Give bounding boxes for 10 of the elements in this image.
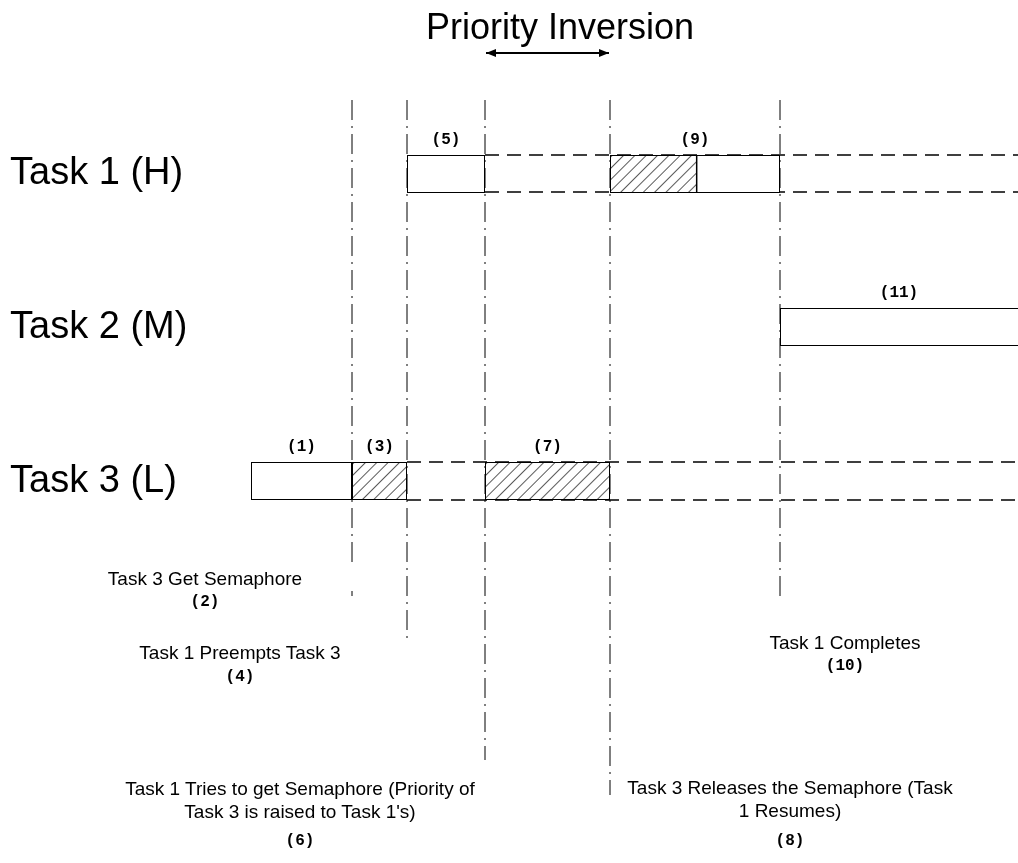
bar-label: (1) bbox=[286, 438, 317, 456]
bar-label: (9) bbox=[679, 131, 711, 149]
task-label: Task 1 (H) bbox=[10, 150, 184, 193]
task-label: Task 3 (L) bbox=[10, 458, 177, 501]
bar-label: (5) bbox=[430, 131, 462, 149]
diagram-title: Priority Inversion bbox=[424, 6, 696, 48]
task-label: Task 2 (M) bbox=[10, 304, 188, 347]
bar-label: (7) bbox=[532, 438, 563, 456]
bar-label: (11) bbox=[878, 284, 920, 302]
bar-label: (3) bbox=[364, 438, 395, 456]
